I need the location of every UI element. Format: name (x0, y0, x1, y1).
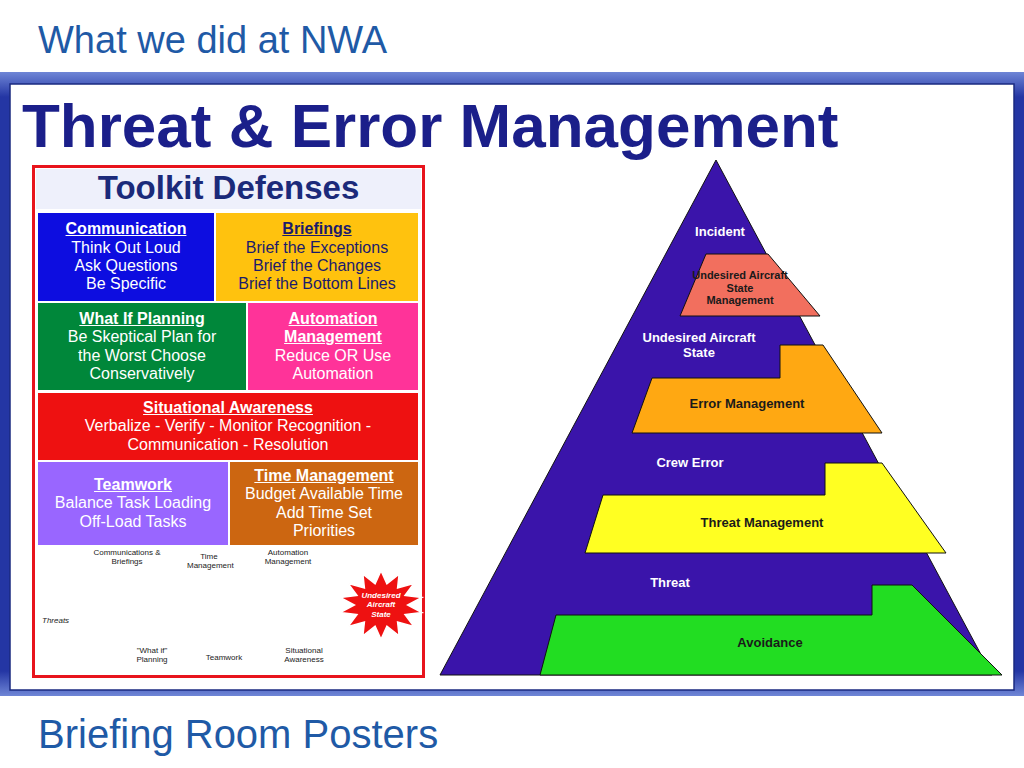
node-body: Brief the Exceptions Brief the Changes B… (236, 239, 398, 294)
pyramid-band: Undesired Aircraft State (626, 328, 772, 364)
pyramid-band: Avoidance (712, 632, 828, 654)
pyramid-band: Threat (630, 572, 710, 594)
cheese-label: Time Management (187, 553, 231, 571)
node-heading: Undesired Aircraft State (357, 591, 405, 619)
starburst-shape (340, 571, 422, 640)
blue-frame (0, 72, 1024, 696)
node-heading: Threat (650, 576, 690, 591)
defense-box: Time ManagementBudget Available Time Add… (230, 462, 418, 545)
node-body: Reduce OR Use Automation (258, 347, 408, 384)
toolkit-panel: Toolkit DefensesCommunicationThink Out L… (32, 165, 425, 678)
node-heading: Undesired Aircraft State Management (692, 269, 788, 307)
defense-box: CommunicationThink Out Loud Ask Question… (38, 213, 214, 301)
node-body: Balance Task Loading Off-Load Tasks (47, 494, 219, 531)
band-polygon (680, 254, 820, 316)
page-caption: Briefing Room Posters (38, 712, 438, 756)
band-polygon (540, 585, 1002, 675)
node-heading: Avoidance (737, 636, 802, 651)
pyramid-band: Incident (680, 222, 760, 242)
node-heading: Crew Error (656, 456, 723, 471)
node-heading: Undesired Aircraft State (630, 331, 768, 361)
node-heading: Situational Awareness (143, 399, 313, 417)
cheese-label: "What if" Planning (130, 647, 174, 665)
cheese-label: Communications & Briefings (91, 549, 163, 567)
node-body: Verbalize - Verify - Monitor Recognition… (53, 417, 403, 454)
node-heading: Teamwork (94, 476, 172, 494)
node-heading: What If Planning (79, 310, 204, 328)
node-heading: Threat Management (701, 516, 824, 531)
pyramid-band: Error Management (664, 393, 830, 415)
defense-box: Automation ManagementReduce OR Use Autom… (248, 303, 418, 390)
pyramid-triangle (440, 160, 992, 675)
node-heading: Time Management (254, 467, 393, 485)
defense-box: What If PlanningBe Skeptical Plan for th… (38, 303, 246, 390)
node-heading: Incident (695, 225, 745, 240)
page-title: What we did at NWA (38, 20, 387, 62)
cheese-label: Teamwork (199, 654, 249, 663)
node-heading: Automation Management (263, 310, 403, 347)
panel-title: Toolkit Defenses (32, 170, 425, 206)
undesired-state-starburst: Undesired Aircraft State (353, 585, 409, 625)
band-polygon (632, 345, 882, 433)
node-heading: Error Management (690, 397, 805, 412)
defense-box: TeamworkBalance Task Loading Off-Load Ta… (38, 462, 228, 545)
pyramid-band: Crew Error (638, 452, 742, 474)
defense-box: BriefingsBrief the Exceptions Brief the … (216, 213, 418, 301)
pyramid-band: Threat Management (676, 512, 848, 534)
band-polygon (585, 463, 946, 553)
poster-panel (10, 84, 1014, 690)
defense-box: Situational AwarenessVerbalize - Verify … (38, 393, 418, 460)
cheese-label: Automation Management (258, 549, 318, 567)
pyramid-band: Undesired Aircraft State Management (688, 265, 792, 311)
poster-title: Threat & Error Management (22, 92, 839, 160)
node-body: Budget Available Time Add Time Set Prior… (243, 485, 405, 540)
node-body: Think Out Loud Ask Questions Be Specific (64, 239, 189, 294)
node-heading: Communication (66, 220, 187, 238)
node-body: Be Skeptical Plan for the Worst Choose C… (56, 328, 228, 383)
cheese-label: Situational Awareness (276, 647, 332, 665)
threats-label: Threats (42, 617, 69, 626)
node-heading: Briefings (282, 220, 351, 238)
